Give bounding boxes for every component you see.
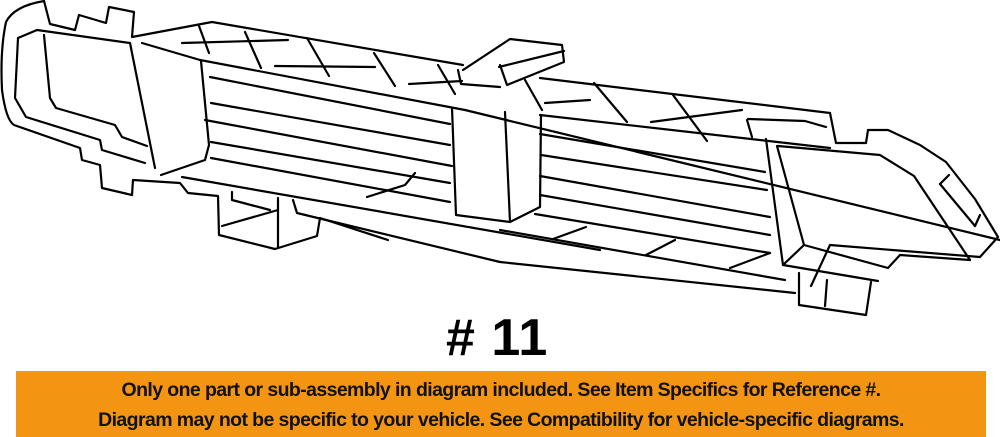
louvers-right [498, 76, 832, 295]
right-end-cap [745, 111, 1000, 317]
left-end-cap [0, 0, 465, 251]
top-frame [180, 24, 1000, 242]
parts-diagram [0, 0, 1000, 317]
reference-number-label: # 11 [446, 309, 549, 367]
disclaimer-line-2: Diagram may not be specific to your vehi… [98, 409, 904, 431]
louvers-left [180, 75, 602, 264]
disclaimer-line-1: Only one part or sub-assembly in diagram… [121, 379, 882, 401]
disclaimer-banner: Only one part or sub-assembly in diagram… [16, 371, 986, 437]
